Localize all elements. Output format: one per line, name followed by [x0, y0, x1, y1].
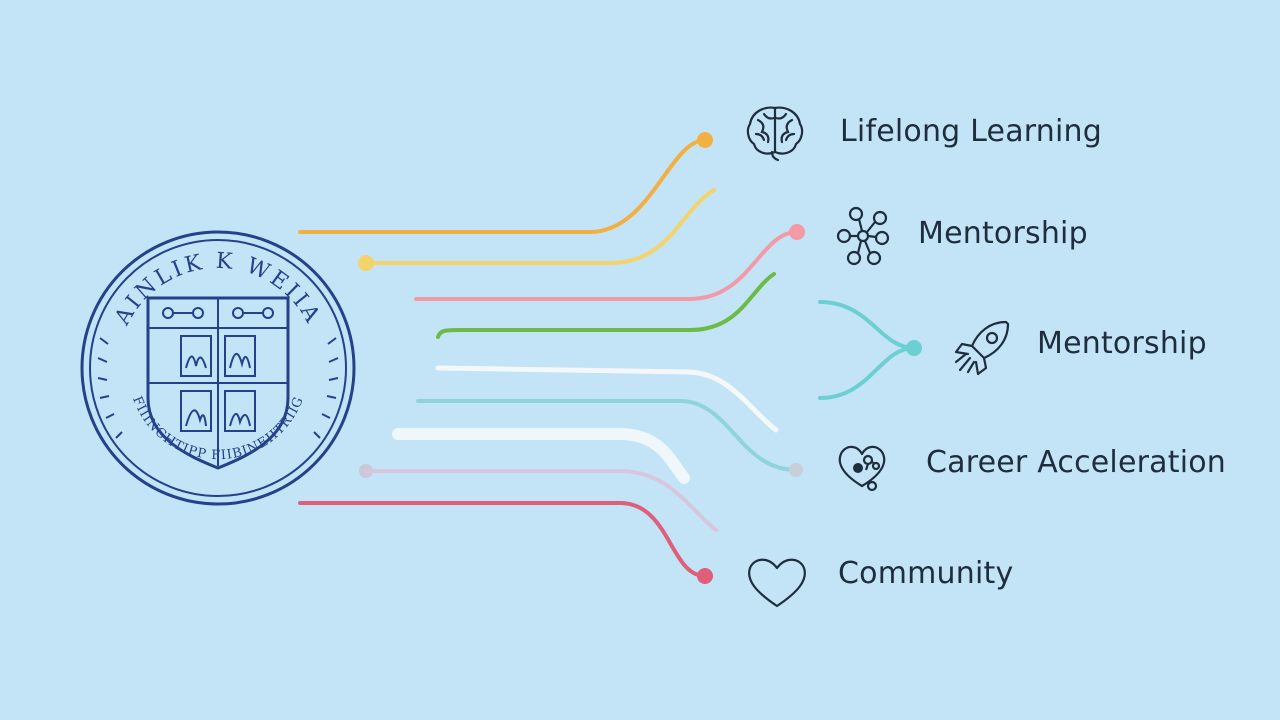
label-career-acceleration: Career Acceleration	[926, 445, 1227, 480]
heart-icon	[748, 558, 806, 608]
flow-dot-lifelong-learning	[697, 132, 713, 148]
laurel-right	[313, 337, 339, 439]
flow-dot-mentorship	[789, 224, 805, 240]
label-lifelong-learning: Lifelong Learning	[840, 114, 1102, 149]
flow-line-mentorship	[414, 230, 799, 301]
heart-network-icon	[838, 445, 886, 492]
seal-quadrant-figures	[180, 335, 256, 432]
flow-line-lavender	[364, 469, 718, 532]
label-community: Community	[838, 556, 1014, 591]
flow-line-teal-lower	[416, 399, 798, 472]
flow-line-community	[298, 501, 707, 578]
label-mentorship: Mentorship	[918, 216, 1088, 251]
rocket-icon	[954, 320, 1010, 376]
university-seal: AINLIK K WEIIA FIIINCHTIPP FIIBINEIITRII…	[80, 230, 356, 506]
seal-shield	[146, 296, 290, 470]
network-icon	[836, 206, 890, 266]
flow-dot-career-acceleration	[789, 463, 803, 477]
label-mentorship-2: Mentorship	[1037, 326, 1207, 361]
flow-fork-top	[818, 300, 916, 350]
flow-dot-mentorship-2	[906, 340, 922, 356]
flow-line-lifelong-learning	[298, 138, 707, 234]
flow-line-white-thick	[392, 428, 690, 484]
brain-icon	[746, 106, 804, 162]
flow-fork-bottom	[818, 346, 916, 400]
laurel-left	[97, 337, 123, 439]
flow-line-yellow	[364, 188, 716, 265]
flow-line-green	[436, 272, 776, 339]
flow-dot-community	[697, 568, 713, 584]
flow-line-white	[435, 365, 779, 433]
